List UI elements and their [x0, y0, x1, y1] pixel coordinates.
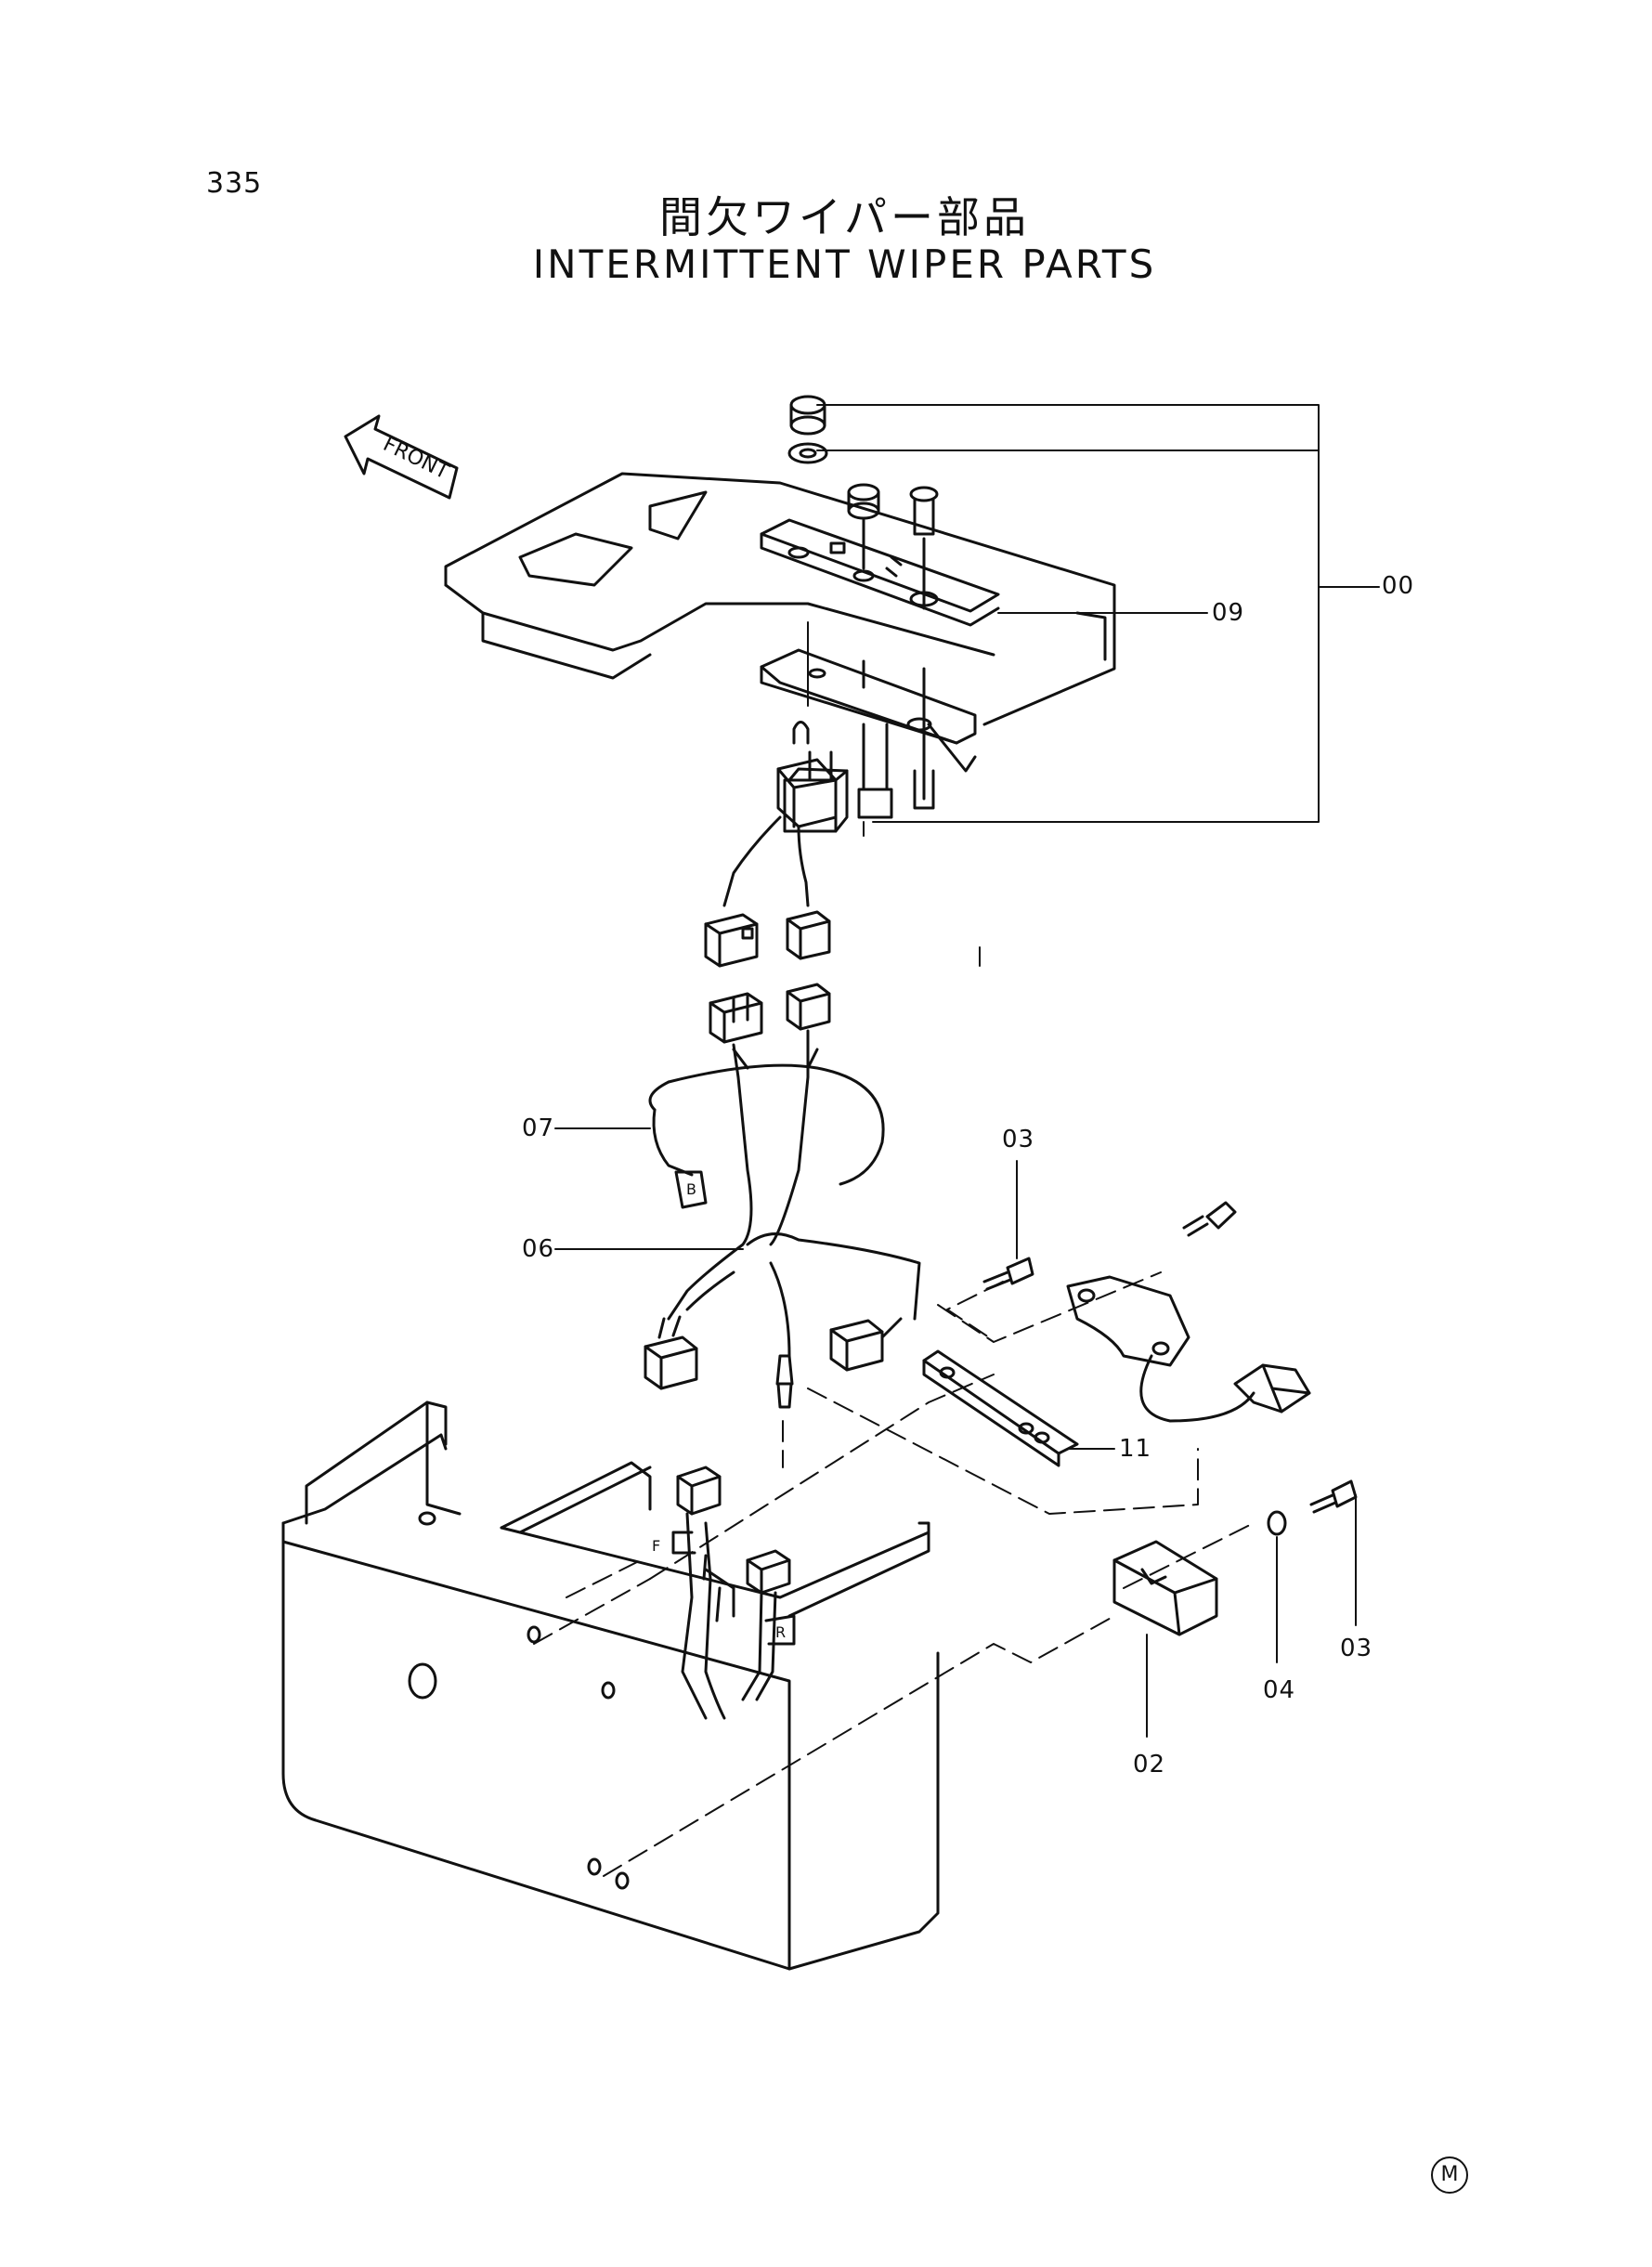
callout-03-upper: 03	[1002, 1126, 1035, 1153]
screw-03a	[982, 1257, 1034, 1291]
screw-upper	[1182, 1201, 1237, 1237]
connector-harness-left	[644, 1315, 698, 1390]
panel-plate	[760, 518, 1000, 627]
callout-07: 07	[522, 1114, 555, 1142]
callout-09: 09	[1212, 599, 1245, 627]
connector-mid-right	[786, 983, 831, 1031]
tie-mark: B	[686, 1180, 696, 1198]
page-number: 335	[206, 167, 263, 200]
callout-00: 00	[1382, 572, 1415, 600]
wire-mark-r: R	[775, 1623, 786, 1641]
front-arrow: FRONT	[344, 414, 459, 500]
wire-mark-f: F	[652, 1537, 660, 1555]
console-lower	[281, 1401, 940, 1971]
switch-bracket	[760, 648, 977, 801]
front-arrow-label: FRONT	[380, 433, 453, 485]
spacer-plate	[922, 1349, 1079, 1467]
knob-3	[909, 486, 939, 610]
console-upper	[444, 472, 1116, 726]
callout-03-lower: 03	[1340, 1635, 1373, 1662]
page-title-english: INTERMITTENT WIPER PARTS	[532, 241, 1157, 287]
cable-tie: B	[648, 1063, 885, 1209]
callout-02: 02	[1133, 1751, 1166, 1778]
relay-module	[722, 721, 838, 907]
knob-2	[847, 483, 880, 570]
connector-upper-left	[704, 913, 759, 968]
callout-11: 11	[1119, 1435, 1152, 1463]
connector-harness-right	[829, 1317, 903, 1372]
connector-mid-left	[709, 992, 763, 1044]
box-wiring: F R	[652, 1466, 796, 1720]
lock-washer	[1267, 1510, 1287, 1536]
wiper-relay-unit	[1066, 1275, 1311, 1423]
switch-body-left	[783, 750, 849, 833]
leader-lines	[554, 404, 1380, 1738]
callout-04: 04	[1263, 1676, 1296, 1704]
assembly-lines	[533, 1271, 1255, 1877]
connector-upper-right	[786, 910, 831, 960]
knob-top	[789, 395, 826, 436]
ground-terminal	[775, 1354, 794, 1409]
page-title-japanese: 間欠ワイパー部品	[658, 192, 1031, 242]
switch-body-right	[857, 723, 935, 819]
screw-03b	[1309, 1479, 1358, 1514]
callout-06: 06	[522, 1235, 555, 1263]
relay-cover	[1112, 1540, 1218, 1636]
washer	[787, 442, 828, 464]
manufacturer-mark: M	[1431, 2156, 1468, 2194]
wire-harness	[667, 1029, 921, 1358]
